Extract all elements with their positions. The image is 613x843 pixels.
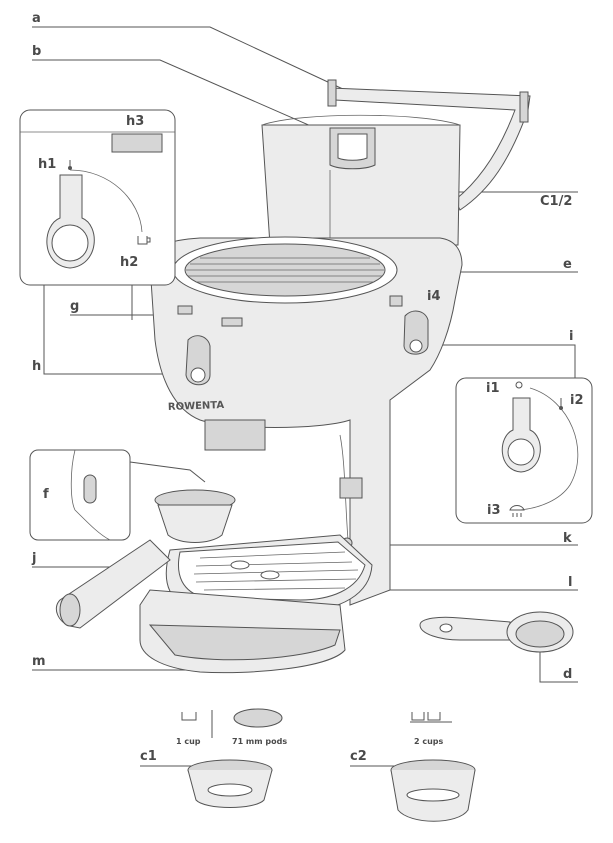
label-g: g [70, 299, 79, 314]
label-k: k [563, 531, 572, 546]
cup-icon [137, 236, 151, 245]
two-cups-icon [410, 712, 452, 723]
caption-one-cup: 1 cup [176, 737, 201, 746]
label-i4: i4 [427, 289, 441, 304]
label-a: a [32, 11, 41, 26]
brand-logo: ROWENTA [168, 400, 225, 413]
zoom-box-f [29, 449, 206, 541]
thermometer-icon [68, 160, 72, 170]
label-i3: i3 [487, 503, 501, 518]
label-f: f [43, 487, 49, 502]
label-m: m [32, 654, 46, 669]
zoom-box-h [19, 109, 176, 286]
label-i: i [569, 329, 573, 344]
label-b: b [32, 44, 41, 59]
portafilter [55, 489, 236, 629]
label-h: h [32, 359, 41, 374]
caption-two-cups: 2 cups [414, 737, 444, 746]
machine-body [149, 236, 463, 606]
label-e: e [563, 257, 572, 272]
label-j: j [31, 551, 36, 566]
drip-tray [139, 534, 373, 674]
label-c1: c1 [140, 749, 157, 764]
labels: a b C1/2 e g i4 h i f k j l m d h1 h2 h3… [31, 11, 584, 764]
steam-icon [509, 505, 525, 517]
label-h3: h3 [126, 114, 144, 129]
measuring-spoon [419, 611, 574, 653]
label-l: l [568, 575, 572, 590]
cup-icon [181, 712, 197, 721]
tank-lid [327, 79, 531, 211]
filter-c1 [187, 759, 273, 808]
coffee-pod [233, 708, 283, 728]
label-i2: i2 [570, 393, 584, 408]
label-h2: h2 [120, 255, 138, 270]
label-d: d [563, 667, 572, 682]
thermometer-icon [559, 398, 563, 410]
circle-icon [515, 381, 523, 389]
label-h1: h1 [38, 157, 56, 172]
label-i1: i1 [486, 381, 500, 396]
water-tank [261, 114, 461, 246]
label-c12: C1/2 [540, 194, 572, 209]
zoom-box-i [455, 377, 593, 524]
label-c2: c2 [350, 749, 367, 764]
filter-c2 [390, 759, 476, 822]
caption-pods: 71 mm pods [232, 737, 287, 746]
